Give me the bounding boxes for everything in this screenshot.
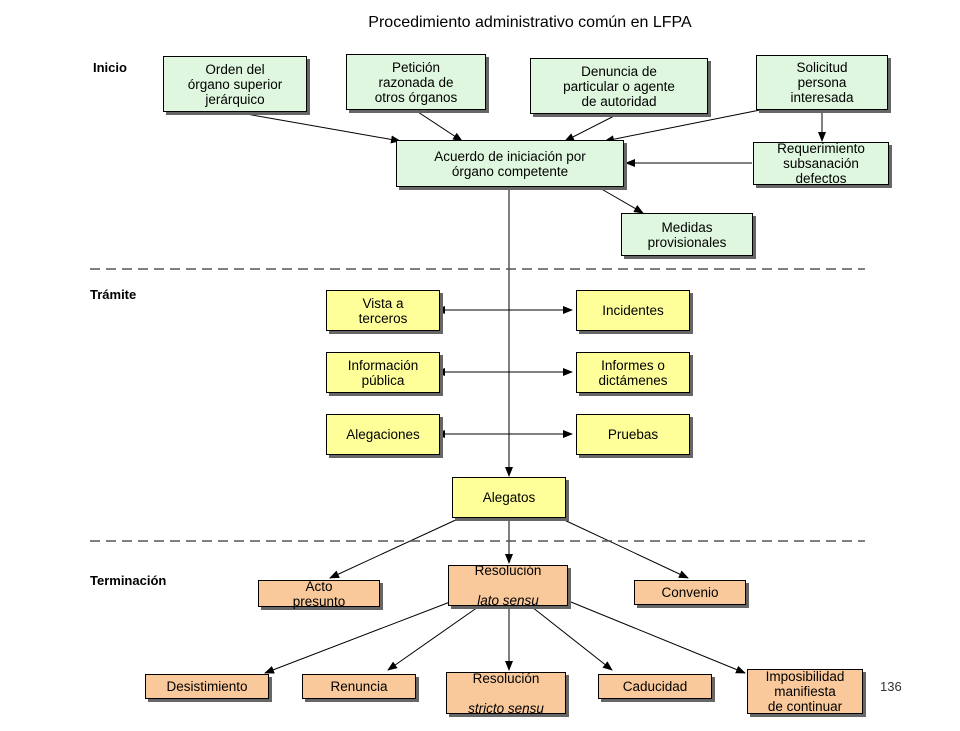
box-text: Convenio [661,585,719,600]
box-resolucion-lato-sensu: Resolución lato sensu [448,563,568,608]
box-text: Vista a terceros [358,295,408,326]
box-denuncia-particular: Denuncia de particular o agente de autor… [530,58,708,114]
box-text: Imposibilidad manifiesta de continuar [765,669,845,714]
diagram-title: Procedimiento administrativo común en LF… [368,14,692,31]
arrow-alegatos-acto [329,517,461,579]
box-text: Incidentes [602,303,664,318]
box-text: Denuncia de particular o agente de autor… [563,63,675,109]
box-text: Pruebas [607,427,659,442]
box-text: Informes o dictámenes [598,357,668,388]
box-text: Solicitud persona interesada [790,60,854,105]
box-alegatos: Alegatos [452,477,566,518]
box-acuerdo-iniciacion: Acuerdo de iniciación por órgano compete… [396,140,624,187]
box-alegaciones: Alegaciones [326,414,440,455]
box-pruebas: Pruebas [576,414,690,455]
box-incidentes: Incidentes [576,290,690,331]
box-requerimiento-subsanacion: Requerimiento subsanación defectos [753,141,889,186]
section-label-terminacion: Terminación [90,573,167,588]
arrow-resolucion-renuncia [387,606,479,671]
box-text: Requerimiento subsanación defectos [777,141,865,186]
box-text: Información pública [347,357,419,388]
arrow-alegatos-convenio [559,517,689,579]
section-label-tramite: Trámite [90,287,137,302]
arrow-resolucion-desistimiento [264,601,451,674]
page-number: 136 [880,679,902,694]
box-text: Petición razonada de otros órganos [374,59,458,105]
section-label-inicio: Inicio [93,60,127,75]
box-resolucion-stricto-sensu: Resolución stricto sensu [446,670,566,716]
box-medidas-provisionales: Medidas provisionales [621,213,753,256]
box-imposibilidad-manifiesta: Imposibilidad manifiesta de continuar [747,669,863,714]
arrow-denuncia-acuerdo [564,113,619,142]
box-text: Alegaciones [346,427,420,442]
box-text: Renuncia [330,679,388,694]
arrow-resolucion-imposibilidad [565,599,746,674]
box-orden-organo-superior: Orden del órgano superior jerárquico [163,56,307,112]
box-text: Resolución [472,670,540,686]
box-text-italic: lato sensu [477,593,539,608]
box-renuncia: Renuncia [302,674,416,699]
arrow-peticion-acuerdo [417,111,463,142]
box-text-italic: stricto sensu [468,700,544,716]
box-text: Orden del órgano superior jerárquico [187,61,283,107]
arrow-acuerdo-medidas [597,186,644,214]
box-text: Acuerdo de iniciación por órgano compete… [434,148,586,179]
box-text: Medidas provisionales [647,219,727,250]
arrow-resolucion-caducidad [531,606,613,671]
box-peticion-razonada: Petición razonada de otros órganos [346,54,486,110]
box-text: Acto presunto [292,578,346,609]
box-vista-terceros: Vista a terceros [326,290,440,331]
box-solicitud-persona-interesada: Solicitud persona interesada [756,55,888,110]
box-text: Caducidad [622,679,688,694]
box-convenio: Convenio [634,580,746,605]
box-caducidad: Caducidad [598,674,712,699]
box-text: Alegatos [482,490,536,505]
box-desistimiento: Desistimiento [145,674,269,699]
box-text: Resolución [474,563,542,578]
arrow-solicitud-acuerdo [604,109,761,144]
box-acto-presunto: Acto presunto [258,578,380,609]
box-informacion-publica: Información pública [326,352,440,393]
box-informes-dictamenes: Informes o dictámenes [576,352,690,393]
box-text: Desistimiento [166,679,248,694]
arrow-orden-acuerdo [234,111,401,144]
